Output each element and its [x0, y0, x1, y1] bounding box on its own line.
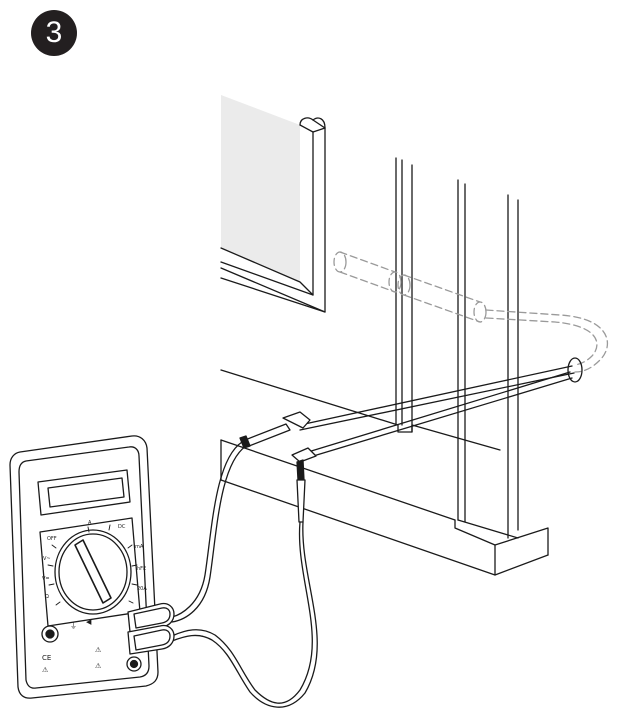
svg-text:⚠: ⚠	[95, 646, 102, 654]
step-number-badge: 3	[31, 10, 77, 56]
svg-text:◀: ◀	[86, 618, 92, 626]
svg-text:DC: DC	[118, 524, 126, 530]
svg-text:⚠: ⚠	[42, 666, 49, 674]
svg-text:A: A	[88, 520, 92, 526]
probe-clip-lower	[291, 447, 317, 523]
svg-text:V~: V~	[43, 556, 51, 562]
probe-leads	[171, 441, 318, 708]
svg-text:OFF: OFF	[47, 536, 57, 542]
svg-text:mA: mA	[135, 544, 144, 550]
appliance-body	[220, 95, 549, 576]
test-lead-plugs	[127, 602, 175, 655]
svg-text:CE: CE	[42, 654, 51, 662]
multimeter: OFF DC V~ mA V= hFE Ω 20A A CE ⚠ ⚠ ⚠ ⏚ ◀	[9, 435, 175, 699]
terminal-wires	[299, 365, 575, 458]
svg-text:Ω: Ω	[45, 594, 49, 600]
step-number: 3	[45, 16, 63, 49]
svg-text:⚠: ⚠	[95, 662, 102, 670]
hidden-element-dashed	[333, 251, 609, 373]
svg-text:hFE: hFE	[137, 566, 146, 572]
svg-text:V=: V=	[42, 576, 50, 582]
svg-text:⏚: ⏚	[70, 622, 77, 630]
probe-clip-upper	[239, 411, 311, 449]
wire-hole	[567, 357, 583, 383]
svg-text:20A: 20A	[137, 586, 147, 592]
